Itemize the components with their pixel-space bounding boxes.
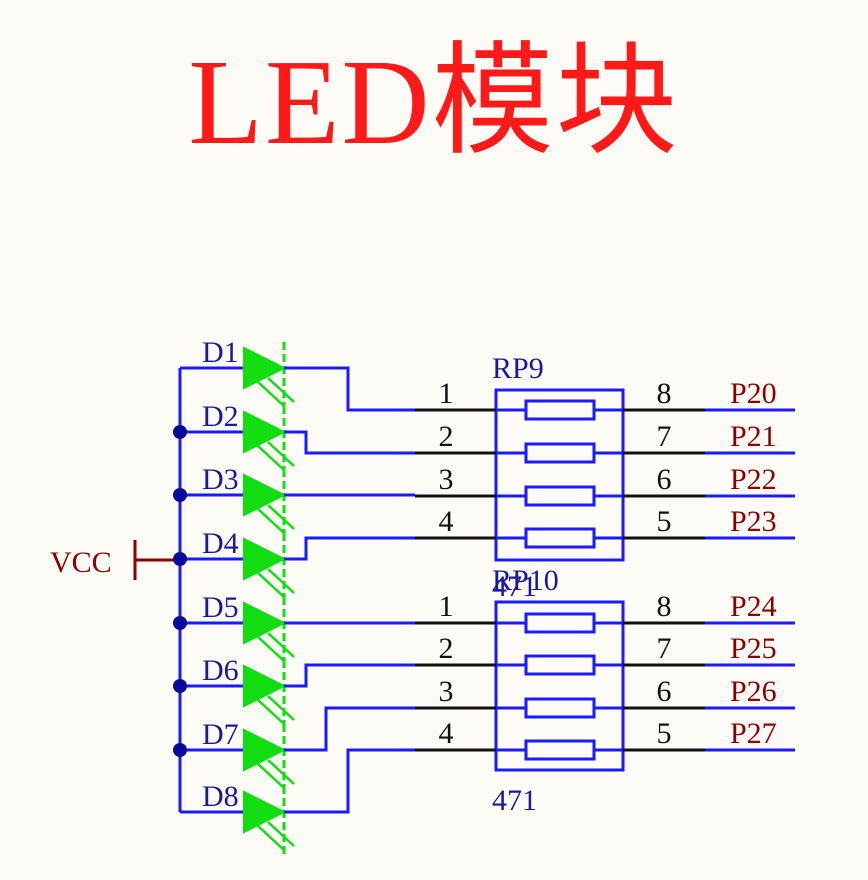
resistor-body xyxy=(524,527,596,549)
resistor-pack-ref: RP9 xyxy=(492,352,544,385)
junction-dot xyxy=(173,616,187,630)
led-cathode-wire xyxy=(284,663,415,688)
led-ref-label: D2 xyxy=(202,400,239,433)
net-label: P21 xyxy=(730,420,777,453)
led-cathode-wire xyxy=(284,706,415,752)
pin-number-right: 5 xyxy=(657,505,672,538)
led-light-ray xyxy=(257,572,285,598)
led-ref-label: D5 xyxy=(202,591,239,624)
resistor-body xyxy=(524,654,596,676)
junction-dot xyxy=(173,552,187,566)
led-light-ray xyxy=(267,695,295,721)
pin-number-right: 8 xyxy=(657,377,672,410)
junction-dot xyxy=(173,743,187,757)
resistor-pack-value: 471 xyxy=(492,570,537,603)
led-light-ray xyxy=(267,632,295,658)
led-diode-icon xyxy=(243,346,287,390)
led-light-ray xyxy=(267,759,295,785)
junction-dot xyxy=(173,425,187,439)
net-label: P20 xyxy=(730,377,777,410)
led-cathode-wire xyxy=(284,430,415,455)
led-ref-label: D4 xyxy=(202,527,239,560)
led-light-ray xyxy=(257,508,285,534)
net-label: P26 xyxy=(730,675,777,708)
vcc-label: VCC xyxy=(50,546,112,579)
resistor-body xyxy=(524,442,596,464)
led-diode-icon xyxy=(243,664,287,708)
led-light-ray xyxy=(257,699,285,725)
led-light-ray xyxy=(267,377,295,403)
led-light-ray xyxy=(267,504,295,530)
led-ref-label: D3 xyxy=(202,463,239,496)
led-cathode-wire xyxy=(284,366,415,412)
resistor-pack-ref: RP10 xyxy=(492,564,559,597)
led-ref-label: D8 xyxy=(202,780,239,813)
pin-number-left: 2 xyxy=(439,632,454,665)
junction-dot xyxy=(173,679,187,693)
net-label: P27 xyxy=(730,717,777,750)
pin-number-left: 1 xyxy=(439,590,454,623)
page-title: LED模块 xyxy=(188,35,680,170)
led-diode-icon xyxy=(243,790,287,834)
pin-number-right: 6 xyxy=(657,675,672,708)
pin-number-left: 2 xyxy=(439,420,454,453)
led-light-ray xyxy=(257,763,285,789)
pin-number-right: 7 xyxy=(657,632,672,665)
net-label: P22 xyxy=(730,463,777,496)
resistor-pack-outline xyxy=(494,600,625,772)
net-label: P25 xyxy=(730,632,777,665)
led-diode-icon xyxy=(243,728,287,772)
led-light-ray xyxy=(257,381,285,407)
net-label: P24 xyxy=(730,590,777,623)
led-diode-icon xyxy=(243,601,287,645)
led-light-ray xyxy=(267,821,295,847)
net-label: P23 xyxy=(730,505,777,538)
led-cathode-wire xyxy=(284,748,415,814)
led-light-ray xyxy=(257,636,285,662)
led-light-ray xyxy=(267,441,295,467)
led-diode-icon xyxy=(243,537,287,581)
resistor-pack-value: 471 xyxy=(492,784,537,817)
resistor-pack-outline xyxy=(494,388,625,562)
resistor-body xyxy=(524,399,596,421)
pin-number-left: 4 xyxy=(439,717,454,750)
pin-number-left: 3 xyxy=(439,463,454,496)
pin-number-right: 6 xyxy=(657,463,672,496)
led-diode-icon xyxy=(243,410,287,454)
pin-number-left: 1 xyxy=(439,377,454,410)
led-light-ray xyxy=(257,445,285,471)
pin-number-right: 8 xyxy=(657,590,672,623)
pin-number-right: 5 xyxy=(657,717,672,750)
resistor-body xyxy=(524,697,596,719)
junction-dot xyxy=(173,488,187,502)
led-ref-label: D1 xyxy=(202,336,239,369)
led-light-ray xyxy=(257,825,285,851)
led-ref-label: D6 xyxy=(202,654,239,687)
pin-number-left: 3 xyxy=(439,675,454,708)
led-diode-icon xyxy=(243,473,287,517)
resistor-body xyxy=(524,612,596,634)
resistor-body xyxy=(524,485,596,507)
led-ref-label: D7 xyxy=(202,718,239,751)
resistor-body xyxy=(524,739,596,761)
led-cathode-wire xyxy=(284,536,415,561)
led-light-ray xyxy=(267,568,295,594)
pin-number-right: 7 xyxy=(657,420,672,453)
pin-number-left: 4 xyxy=(439,505,454,538)
